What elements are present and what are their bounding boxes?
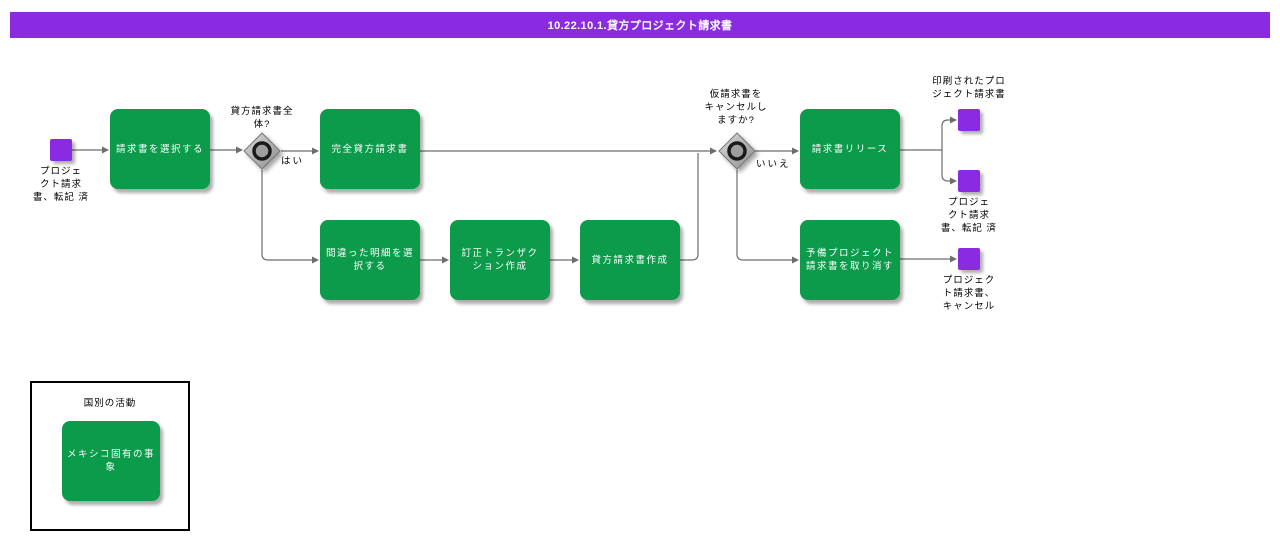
task-label: 択する: [353, 261, 387, 272]
printed-event-label: 印刷されたプロ ジェクト請求書: [919, 75, 1019, 101]
gateway2-label-line: キャンセルし: [704, 102, 768, 113]
legend-country-specific-activities: 国別の活動 メキシコ固有の事 象: [30, 381, 190, 531]
gateway-circle-icon: [252, 141, 272, 161]
task-create-credit-memo[interactable]: 貸方請求書作成: [580, 220, 680, 300]
flow-release-to-posted-event: [941, 150, 957, 185]
task-cancel-preliminary-invoice[interactable]: 予備プロジェクト 請求書を取り消す: [800, 220, 900, 300]
gateway-circle-icon: [727, 141, 747, 161]
posted-event-label-line: クト請求: [947, 210, 990, 221]
gateway2-question-label: 仮請求書を キャンセルし ますか?: [691, 88, 781, 127]
cancelled-event-label-line: プロジェク: [942, 275, 996, 286]
end-event-posted-project-invoice[interactable]: [958, 170, 980, 192]
task-release-invoice[interactable]: 請求書リリース: [800, 109, 900, 189]
printed-event-label-line: 印刷されたプロ: [932, 76, 1006, 87]
printed-event-label-line: ジェクト請求書: [932, 89, 1006, 100]
gateway2-label-line: ますか?: [717, 115, 755, 126]
cancelled-event-label-line: キャンセル: [942, 301, 996, 312]
branch-label-no: いいえ: [756, 159, 791, 170]
legend-task-label: 象: [105, 462, 117, 473]
task-create-correction-transaction[interactable]: 訂正トランザク ション作成: [450, 220, 550, 300]
task-label: 訂正トランザク: [461, 248, 539, 259]
start-event-label: プロジェ クト請求 書、転記 済: [21, 165, 101, 204]
legend-title: 国別の活動: [83, 398, 137, 409]
gateway-cancel-question[interactable]: [717, 131, 757, 171]
task-select-invoice[interactable]: 請求書を選択する: [110, 109, 210, 189]
gateway-full-credit-question[interactable]: [242, 131, 282, 171]
start-event-label-line: プロジェ: [39, 166, 82, 177]
flow-gateway1-down-to-select-wrong-items: [261, 170, 319, 264]
cancelled-event-label-line: ト請求書、: [942, 288, 996, 299]
flow-create-credit-merge-up: [680, 153, 699, 261]
title-bar: 10.22.10.1.貸方プロジェクト請求書: [10, 12, 1270, 38]
task-select-wrong-items[interactable]: 間違った明細を選 択する: [320, 220, 420, 300]
start-event-label-line: 書、転記 済: [32, 192, 90, 203]
posted-event-label: プロジェ クト請求 書、転記 済: [924, 196, 1014, 235]
posted-event-label-line: 書、転記 済: [940, 223, 998, 234]
page-title: 10.22.10.1.貸方プロジェクト請求書: [547, 20, 733, 32]
posted-event-label-line: プロジェ: [947, 197, 990, 208]
end-event-cancelled-project-invoice[interactable]: [958, 248, 980, 270]
gateway1-label-line: 貸方請求書全: [230, 106, 294, 117]
task-label: 予備プロジェクト: [805, 248, 894, 259]
task-full-credit-memo[interactable]: 完全貸方請求書: [320, 109, 420, 189]
gateway1-question-label: 貸方請求書全 体?: [217, 105, 307, 131]
task-label: 請求書リリース: [811, 143, 889, 155]
task-label: 間違った明細を選: [325, 248, 414, 259]
task-label: 完全貸方請求書: [331, 143, 409, 155]
legend-task-label: メキシコ固有の事: [66, 449, 155, 460]
legend-task-mexico-specific-event[interactable]: メキシコ固有の事 象: [62, 421, 160, 501]
task-label: 請求書を取り消す: [805, 261, 894, 272]
end-event-printed-project-invoice[interactable]: [958, 109, 980, 131]
flow-gateway2-down-to-cancel-preliminary: [736, 170, 799, 264]
task-label: 貸方請求書作成: [591, 254, 669, 266]
cancelled-event-label: プロジェク ト請求書、 キャンセル: [924, 274, 1014, 313]
start-event-posted-project-invoice[interactable]: [50, 139, 72, 161]
branch-label-yes: はい: [281, 156, 305, 167]
gateway2-label-line: 仮請求書を: [709, 89, 763, 100]
start-event-label-line: クト請求: [39, 179, 82, 190]
gateway1-label-line: 体?: [253, 119, 271, 130]
flow-release-to-printed-event: [941, 116, 957, 150]
task-label: 請求書を選択する: [115, 143, 204, 155]
task-label: ション作成: [472, 261, 528, 272]
